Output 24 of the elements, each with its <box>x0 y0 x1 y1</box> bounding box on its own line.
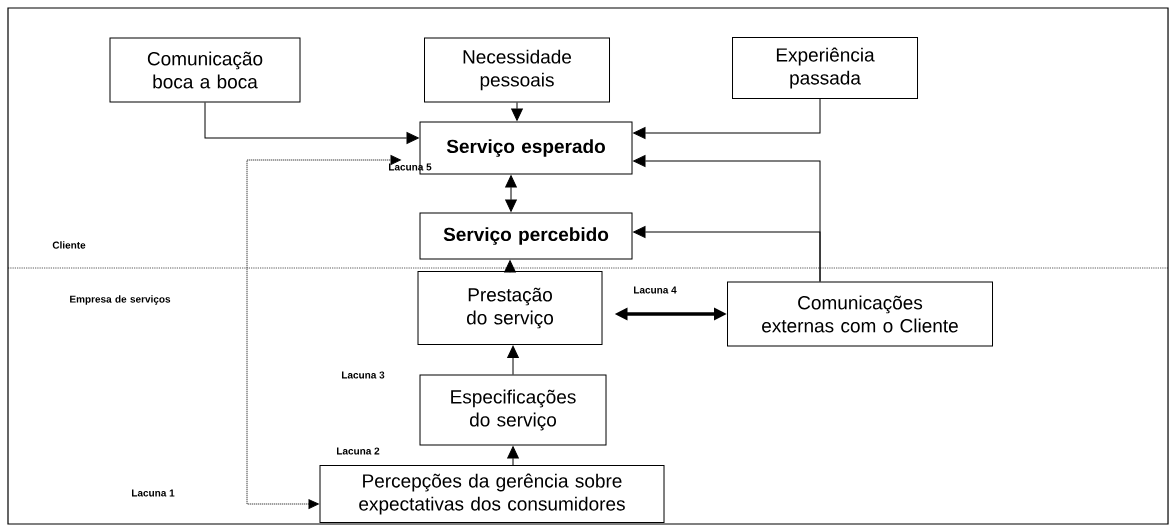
gap-label: Lacuna 3 <box>342 371 385 379</box>
region-label: Cliente <box>52 241 86 249</box>
arrow <box>204 102 419 144</box>
process-box: Comunicação boca a boca <box>109 37 301 103</box>
arrow <box>511 102 523 121</box>
process-box: Especificações do serviço <box>419 374 607 446</box>
process-box: Prestação do serviço <box>417 271 603 345</box>
gap-label: Lacuna 4 <box>634 286 677 294</box>
arrow <box>507 345 519 375</box>
arrow <box>246 155 401 509</box>
arrow <box>505 175 517 212</box>
arrow <box>633 226 821 282</box>
gap-label: Lacuna 2 <box>337 447 380 455</box>
arrow <box>504 260 516 273</box>
gap-label: Lacuna 1 <box>132 489 175 497</box>
process-box: Percepções da gerência sobre expectativas dos consumidores <box>319 465 665 523</box>
arrow <box>507 446 519 466</box>
process-box: Serviço percebido <box>419 212 633 260</box>
process-box: Necessidade pessoais <box>424 37 610 103</box>
gap-label: Lacuna 5 <box>389 163 432 171</box>
process-box: Experiência passada <box>732 37 918 99</box>
region-label: Empresa de serviços <box>70 295 171 305</box>
process-box: Comunicações externas com o Cliente <box>727 281 993 347</box>
arrow <box>633 98 821 139</box>
